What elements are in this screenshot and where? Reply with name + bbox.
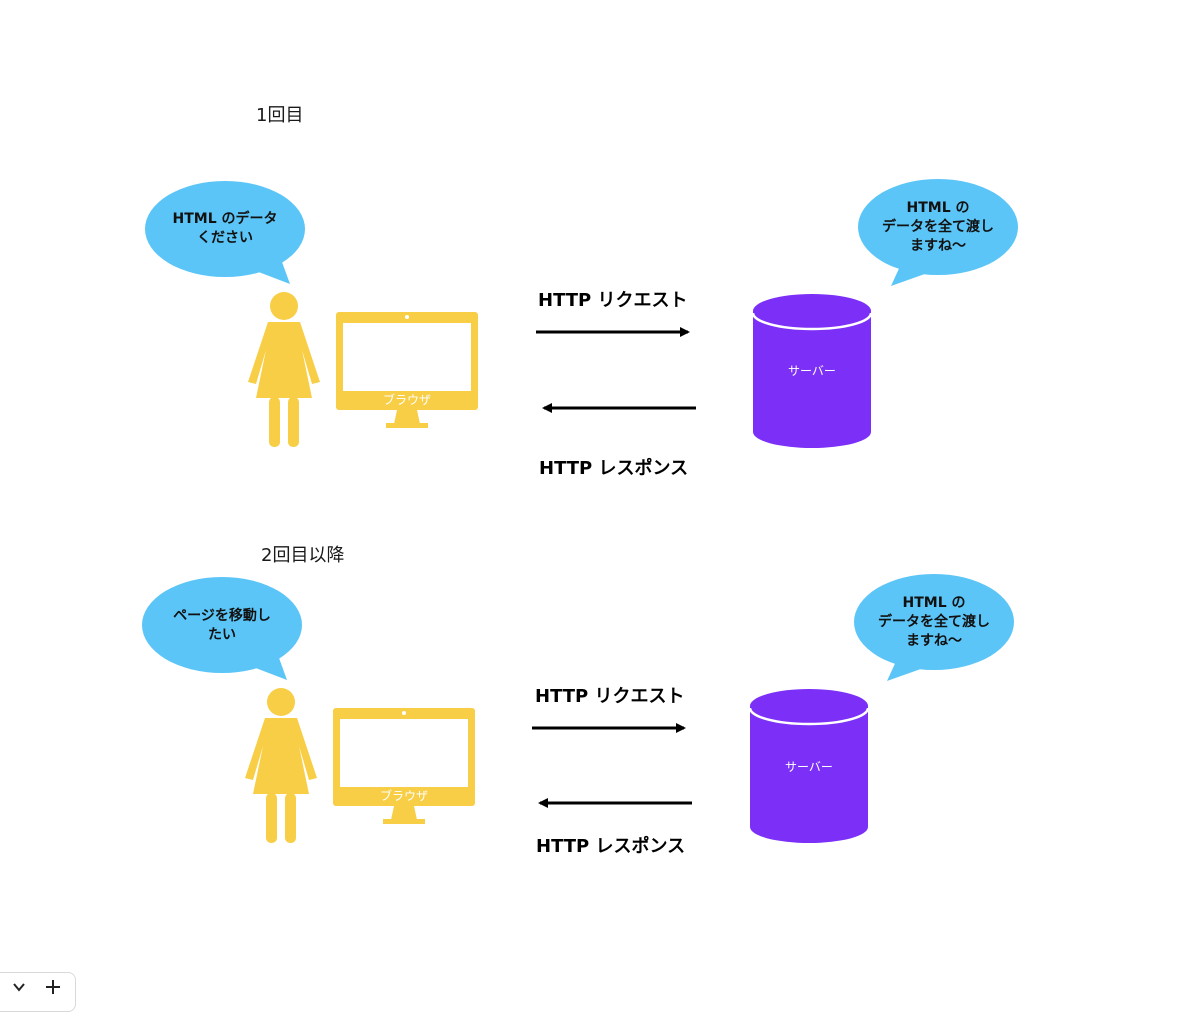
client-speech-bubble — [142, 577, 302, 680]
server-label: サーバー — [788, 364, 836, 378]
section-1 — [145, 179, 1018, 448]
section-title: 1回目 — [256, 105, 304, 126]
request-label: HTTP リクエスト — [535, 686, 685, 707]
server-speech-bubble — [858, 179, 1018, 286]
server-label: サーバー — [785, 760, 833, 774]
monitor-icon — [336, 312, 478, 428]
request-label: HTTP リクエスト — [538, 290, 688, 311]
chevron-down-icon[interactable] — [12, 979, 26, 998]
page-toolbar — [0, 972, 76, 1012]
server-database-icon — [748, 689, 870, 843]
section-title: 2回目以降 — [261, 545, 345, 566]
server-database-icon — [751, 294, 873, 448]
server-speech-bubble — [854, 574, 1014, 681]
response-label: HTTP レスポンス — [539, 458, 689, 479]
monitor-label: ブラウザ — [382, 393, 431, 407]
client-bubble-text: ページを移動し たい — [173, 608, 271, 643]
client-speech-bubble — [145, 181, 305, 284]
client-bubble-text: HTML のデータ ください — [172, 211, 278, 246]
person-icon — [248, 292, 320, 447]
section-2 — [142, 574, 1014, 843]
plus-icon[interactable] — [45, 979, 61, 999]
response-label: HTTP レスポンス — [536, 836, 686, 857]
monitor-icon — [333, 708, 475, 824]
person-icon — [245, 688, 317, 843]
monitor-label: ブラウザ — [379, 789, 428, 803]
server-bubble-text: HTML の データを全て渡し ますね〜 — [882, 200, 994, 254]
server-bubble-text: HTML の データを全て渡し ますね〜 — [878, 595, 990, 649]
